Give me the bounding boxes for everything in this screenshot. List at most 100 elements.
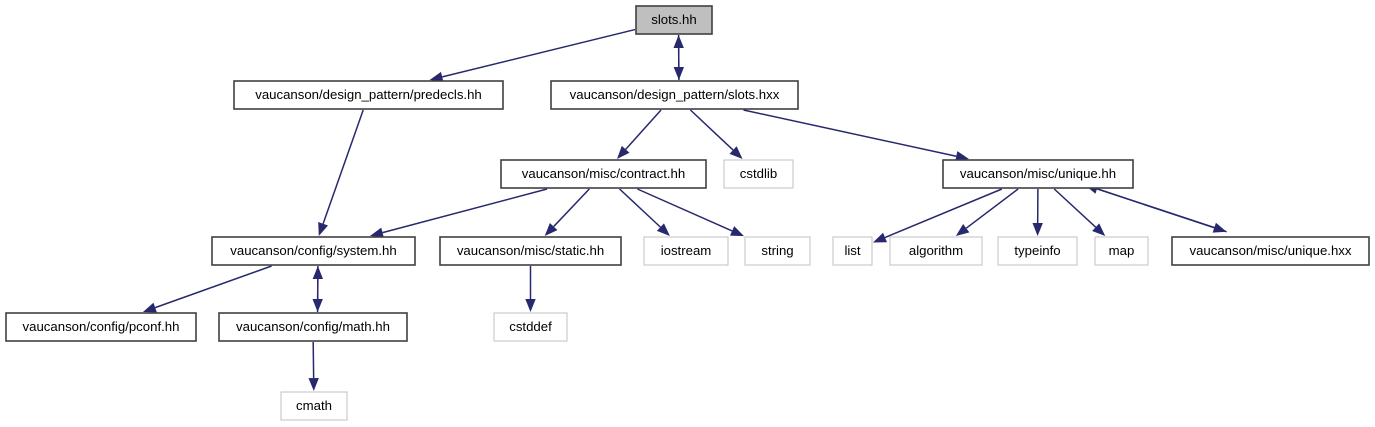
edges-layer: [142, 28, 1227, 391]
edge-unique_hh-to-map: [1053, 188, 1106, 236]
graph-node-string[interactable]: string: [744, 236, 811, 266]
edge-arrowhead-icon: [312, 266, 324, 280]
edge-arrowhead-icon: [955, 151, 969, 162]
edge-slots_hxx-to-contract_hh: [616, 109, 662, 159]
graph-node-typeinfo[interactable]: typeinfo: [997, 236, 1078, 266]
graph-node-contract_hh[interactable]: vaucanson/misc/contract.hh: [500, 159, 707, 189]
edge-static_hh-to-cstddef: [525, 266, 536, 312]
graph-node-algorithm[interactable]: algorithm: [889, 236, 983, 266]
edge-arrowhead-icon: [955, 224, 970, 236]
edge-line: [553, 188, 590, 228]
edge-math_hh-to-cmath: [308, 341, 319, 391]
node-box-project[interactable]: [500, 159, 707, 189]
node-box-project[interactable]: [550, 80, 799, 110]
node-box-system[interactable]: [1094, 236, 1149, 266]
node-box-system[interactable]: [744, 236, 811, 266]
node-label: typeinfo: [1014, 243, 1060, 258]
nodes-layer: slots.hh vaucanson/design_pattern/predecl…: [5, 5, 1370, 421]
edge-arrowhead-icon: [656, 223, 670, 236]
node-box-project[interactable]: [1171, 236, 1370, 266]
edge-line: [625, 109, 662, 150]
node-label: vaucanson/misc/static.hh: [457, 243, 604, 258]
graph-node-cmath[interactable]: cmath: [280, 391, 348, 421]
node-label: vaucanson/design_pattern/predecls.hh: [255, 87, 482, 102]
node-box-system[interactable]: [723, 159, 794, 189]
edge-arrowhead-icon: [369, 227, 384, 238]
node-label: map: [1109, 243, 1135, 258]
graph-node-list[interactable]: list: [832, 236, 873, 266]
node-label: vaucanson/config/pconf.hh: [23, 319, 180, 334]
edge-line: [382, 188, 548, 234]
edge-line: [322, 109, 364, 224]
node-box-system[interactable]: [997, 236, 1078, 266]
node-box-system[interactable]: [493, 312, 568, 342]
edge-unique_hh-to-list: [873, 188, 1003, 243]
edge-arrowhead-icon: [318, 222, 329, 236]
graph-node-unique_hh[interactable]: vaucanson/misc/unique.hh: [942, 159, 1134, 189]
edge-arrowhead-icon: [544, 222, 558, 236]
edge-arrowhead-icon: [873, 232, 887, 243]
node-box-system[interactable]: [280, 391, 348, 421]
node-box-system[interactable]: [643, 236, 729, 266]
edge-contract_hh-to-static_hh: [544, 188, 590, 236]
graph-node-unique_hxx[interactable]: vaucanson/misc/unique.hxx: [1171, 236, 1370, 266]
node-label: iostream: [661, 243, 712, 258]
edge-line: [884, 188, 1003, 239]
graph-node-iostream[interactable]: iostream: [643, 236, 729, 266]
node-box-project[interactable]: [233, 80, 504, 110]
node-box-project[interactable]: [211, 236, 416, 266]
node-box-project[interactable]: [218, 312, 408, 342]
node-label: cstdlib: [740, 166, 777, 181]
node-label: slots.hh: [651, 12, 696, 27]
node-box-project[interactable]: [942, 159, 1134, 189]
edge-line: [442, 28, 636, 78]
edge-unique_hh-to-typeinfo: [1032, 188, 1043, 236]
edge-arrowhead-icon: [429, 71, 444, 82]
edge-system_hh-to-pconf_hh: [142, 265, 272, 313]
edge-unique_hxx-to-unique_hh: [1084, 183, 1227, 233]
edge-contract_hh-to-system_hh: [369, 188, 548, 238]
node-box-project[interactable]: [5, 312, 197, 342]
edge-line: [619, 188, 661, 228]
node-label: vaucanson/config/system.hh: [230, 243, 396, 258]
graph-node-cstdlib[interactable]: cstdlib: [723, 159, 794, 189]
edge-arrowhead-icon: [673, 34, 684, 48]
graph-node-slots_hxx[interactable]: vaucanson/design_pattern/slots.hxx: [550, 80, 799, 110]
edge-slots_hxx-to-unique_hh: [743, 109, 969, 162]
node-label: cmath: [296, 398, 332, 413]
graph-node-cstddef[interactable]: cstddef: [493, 312, 568, 342]
edge-arrowhead-icon: [142, 302, 157, 313]
node-box-system[interactable]: [889, 236, 983, 266]
graph-node-slots_hh[interactable]: slots.hh: [635, 5, 713, 35]
node-label: list: [844, 243, 860, 258]
edge-line: [154, 265, 272, 309]
edge-slots_hxx-to-cstdlib: [689, 109, 743, 159]
node-label: vaucanson/design_pattern/slots.hxx: [570, 87, 780, 102]
node-label: vaucanson/misc/contract.hh: [522, 166, 685, 181]
node-label: vaucanson/config/math.hh: [236, 319, 390, 334]
edge-line: [689, 109, 734, 151]
node-box-system[interactable]: [832, 236, 873, 266]
edge-arrowhead-icon: [1032, 222, 1043, 236]
node-label: vaucanson/misc/unique.hxx: [1189, 243, 1351, 258]
graph-node-system_hh[interactable]: vaucanson/config/system.hh: [211, 236, 416, 266]
graph-node-predecls_hh[interactable]: vaucanson/design_pattern/predecls.hh: [233, 80, 504, 110]
edge-contract_hh-to-string: [637, 188, 744, 237]
node-label: cstddef: [509, 319, 552, 334]
edge-arrowhead-icon: [1092, 223, 1106, 236]
node-label: algorithm: [909, 243, 963, 258]
edge-line: [1053, 188, 1097, 228]
graph-node-map[interactable]: map: [1094, 236, 1149, 266]
node-box-root[interactable]: [635, 5, 713, 35]
edge-arrowhead-icon: [308, 377, 319, 391]
node-box-project[interactable]: [439, 236, 622, 266]
graph-node-math_hh[interactable]: vaucanson/config/math.hh: [218, 312, 408, 342]
graph-node-pconf_hh[interactable]: vaucanson/config/pconf.hh: [5, 312, 197, 342]
edge-arrowhead-icon: [616, 145, 630, 159]
graph-node-static_hh[interactable]: vaucanson/misc/static.hh: [439, 236, 622, 266]
edge-line: [965, 188, 1019, 229]
edge-slots_hh-to-predecls_hh: [429, 28, 636, 82]
edge-math_hh-to-system_hh: [312, 266, 324, 313]
edge-line: [637, 188, 733, 232]
edge-arrowhead-icon: [525, 299, 536, 312]
